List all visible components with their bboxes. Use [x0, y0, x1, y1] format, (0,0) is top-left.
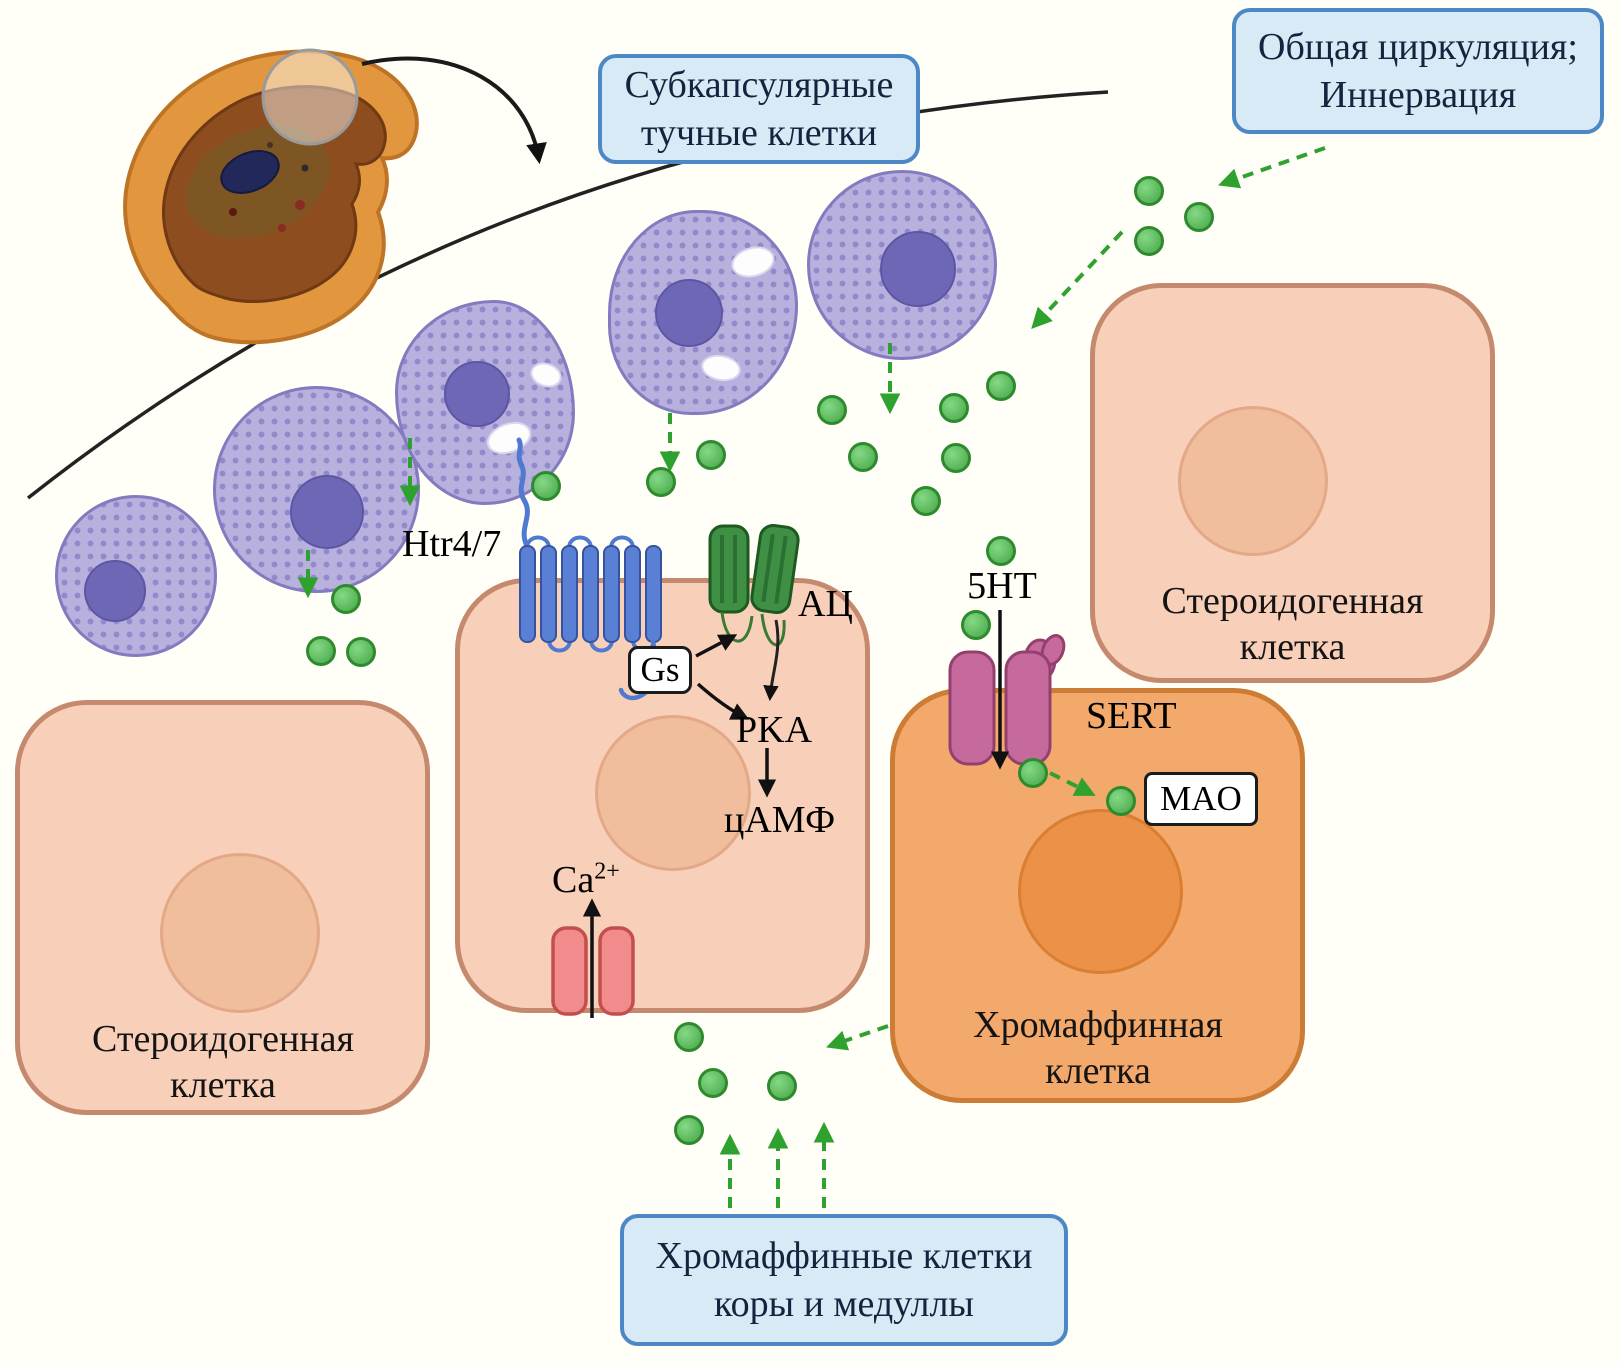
- serotonin-dot: [941, 443, 971, 473]
- label-pka: PKA: [736, 709, 813, 751]
- serotonin-dot: [817, 395, 847, 425]
- label-chromaffin: Хромаффинная клетка: [973, 1004, 1223, 1092]
- callout-line: тучные клетки: [640, 112, 878, 154]
- vacuole: [727, 241, 779, 283]
- nucleus: [1178, 406, 1328, 556]
- nucleus: [160, 853, 320, 1013]
- callout-subcapsular-mast-cells: Субкапсулярные тучные клетки: [598, 54, 920, 164]
- serotonin-dot: [939, 393, 969, 423]
- callout-line: Хромаффинные клетки: [655, 1235, 1033, 1277]
- mast-cell: [55, 495, 217, 657]
- label-steroidogenic-left: Стероидогенная клетка: [92, 1018, 354, 1106]
- callout-chromaffin-source: Хромаффинные клетки коры и медуллы: [620, 1214, 1068, 1346]
- nucleus: [595, 715, 751, 871]
- label-steroidogenic-right: Стероидогенная клетка: [1161, 580, 1424, 668]
- callout-line: коры и медуллы: [714, 1283, 974, 1325]
- steroidogenic-cell-center: [455, 578, 870, 1013]
- serotonin-dot: [696, 440, 726, 470]
- calcium-charge: 2+: [594, 858, 620, 885]
- steroidogenic-cell-right: [1090, 283, 1495, 683]
- serotonin-dot: [986, 536, 1016, 566]
- label-htr47: Htr4/7: [402, 523, 502, 565]
- label-calcium: Ca2+: [552, 858, 620, 901]
- serotonin-dot: [848, 442, 878, 472]
- callout-circulation-innervation: Общая циркуляция; Иннервация: [1232, 8, 1604, 134]
- serotonin-dot: [986, 371, 1016, 401]
- serotonin-dot: [1184, 202, 1214, 232]
- vacuole: [527, 358, 565, 392]
- serotonin-dot: [767, 1071, 797, 1101]
- serotonin-dot: [1134, 226, 1164, 256]
- serotonin-dot: [961, 610, 991, 640]
- serotonin-dot: [698, 1068, 728, 1098]
- magnifier-circle: [261, 48, 359, 146]
- label-adenylyl-cyclase: АЦ: [798, 583, 853, 625]
- serotonin-dot: [1134, 176, 1164, 206]
- nucleus: [1018, 809, 1183, 974]
- mast-cell: [608, 210, 798, 415]
- serotonin-dot: [306, 636, 336, 666]
- mast-cell-nucleus: [655, 279, 723, 347]
- serotonin-dot: [911, 486, 941, 516]
- callout-line: Общая циркуляция;: [1258, 26, 1578, 68]
- mast-cell-nucleus: [290, 475, 364, 549]
- serotonin-dot: [674, 1115, 704, 1145]
- mast-cell-nucleus: [444, 361, 510, 427]
- callout-line: Субкапсулярные: [624, 64, 894, 106]
- dashed-arrow-chromaffin-release: [826, 1024, 889, 1051]
- mast-cell-nucleus: [84, 560, 146, 622]
- steroidogenic-cell-left: [15, 700, 430, 1115]
- mao-box: MAO: [1144, 772, 1258, 826]
- serotonin-dot: [1018, 758, 1048, 788]
- serotonin-dot: [346, 637, 376, 667]
- vacuole: [699, 351, 743, 385]
- gs-protein-box: Gs: [628, 646, 692, 694]
- serotonin-dot: [674, 1022, 704, 1052]
- serotonin-dot: [531, 471, 561, 501]
- label-camp: цАМФ: [724, 799, 836, 841]
- adrenal-gland: [123, 48, 547, 345]
- mast-cell: [213, 386, 420, 593]
- zoom-arrow: [361, 56, 547, 165]
- mast-cell-nucleus: [880, 231, 956, 307]
- label-sert: SERT: [1086, 695, 1177, 737]
- label-5ht: 5HT: [967, 565, 1037, 607]
- serotonin-dot: [1106, 786, 1136, 816]
- serotonin-dot: [646, 467, 676, 497]
- serotonin-dot: [331, 584, 361, 614]
- callout-line: Иннервация: [1319, 74, 1517, 116]
- mast-cell: [807, 170, 997, 360]
- dashed-arrow-circulation-1: [1218, 146, 1326, 189]
